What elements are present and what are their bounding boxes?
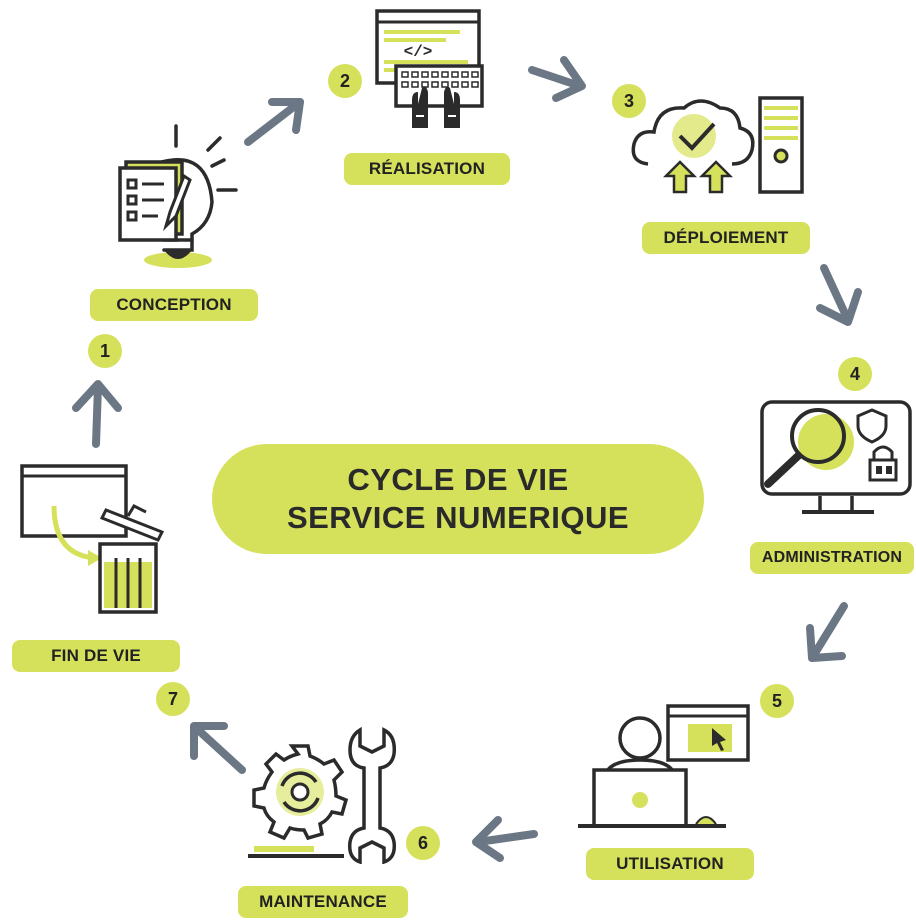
arrow-4-to-5 xyxy=(806,602,848,662)
step-label-realisation: RÉALISATION xyxy=(344,153,510,185)
step-label-fin-de-vie: FIN DE VIE xyxy=(12,640,180,672)
user-laptop-icon xyxy=(578,704,750,828)
step-label-utilisation: UTILISATION xyxy=(586,848,754,880)
step-label-conception: CONCEPTION xyxy=(90,289,258,321)
step-number-7: 7 xyxy=(156,682,190,716)
step-label-deploiement: DÉPLOIEMENT xyxy=(642,222,810,254)
arrow-7-to-1 xyxy=(72,380,122,448)
step-number-5: 5 xyxy=(760,684,794,718)
cloud-server-icon xyxy=(631,96,804,194)
step-number-3: 3 xyxy=(612,84,646,118)
center-title: CYCLE DE VIE SERVICE NUMERIQUE xyxy=(212,444,704,554)
step-number-2: 2 xyxy=(328,64,362,98)
step-label-maintenance: MAINTENANCE xyxy=(238,886,408,918)
step-number-4: 4 xyxy=(838,357,872,391)
step-number-6: 6 xyxy=(406,826,440,860)
arrow-6-to-7 xyxy=(190,722,246,774)
monitor-magnifier-icon xyxy=(760,400,912,514)
step-number-1: 1 xyxy=(88,334,122,368)
arrow-2-to-3 xyxy=(528,56,586,102)
arrow-3-to-4 xyxy=(816,264,862,326)
title-line-2: SERVICE NUMERIQUE xyxy=(286,500,630,535)
arrow-1-to-2 xyxy=(244,98,304,146)
gear-wrench-icon xyxy=(248,726,397,864)
code-keyboard-icon: </> xyxy=(375,9,484,128)
title-line-1: CYCLE DE VIE xyxy=(347,462,569,497)
svg-text:</>: </> xyxy=(404,43,433,61)
lightbulb-document-icon xyxy=(118,124,238,268)
window-trash-icon xyxy=(20,464,165,614)
arrow-5-to-6 xyxy=(472,816,538,862)
step-label-administration: ADMINISTRATION xyxy=(750,542,914,574)
